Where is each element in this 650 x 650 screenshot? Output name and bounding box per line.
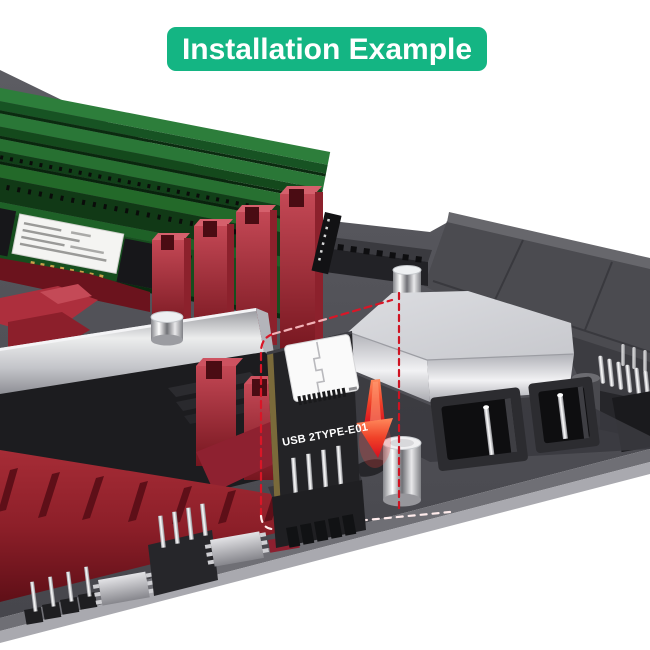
dram-chip xyxy=(0,202,17,257)
ram-label xyxy=(11,213,125,275)
pcie-latch-upper xyxy=(0,284,98,354)
header-box xyxy=(430,387,528,471)
title-banner: Installation Example xyxy=(167,27,487,71)
header-recess xyxy=(353,459,387,477)
adapter-socket xyxy=(272,480,366,548)
board-edge-side xyxy=(0,462,650,643)
banner-background xyxy=(167,27,487,71)
dashed-target-outline xyxy=(259,291,452,531)
capacitor-install-point xyxy=(382,436,422,507)
install-arrow-icon xyxy=(356,379,393,468)
front-panel-headers xyxy=(430,376,600,471)
heatpipe-bar xyxy=(0,308,274,394)
pin-header-mid xyxy=(148,503,218,596)
smd-chip xyxy=(204,531,269,567)
chipset-heatsink xyxy=(347,265,575,402)
usb-adapter-card: USB 2TYPE-E01 xyxy=(267,331,369,548)
banner-title: Installation Example xyxy=(182,33,472,66)
header-box xyxy=(528,376,600,454)
adapter-pcb-gold-edge xyxy=(267,350,281,513)
smd-chip xyxy=(92,571,155,606)
adapter-shield xyxy=(284,334,360,406)
ram-modules xyxy=(0,83,331,322)
pin-header-left xyxy=(23,566,98,625)
capacitor-behind-heatsink xyxy=(392,265,422,296)
slot-edge-ribbed xyxy=(311,212,342,275)
standoff-cylinder xyxy=(150,311,184,346)
